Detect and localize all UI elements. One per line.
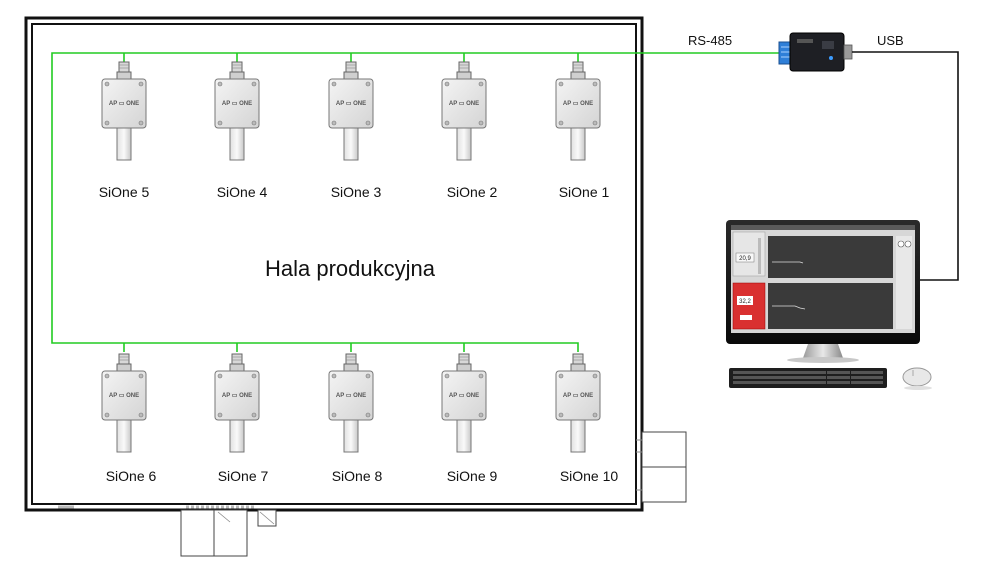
sensor-logo: AP ▭ ONE [109, 101, 139, 107]
sensor-label: SiOne 7 [218, 468, 269, 484]
sensor-logo: AP ▭ ONE [336, 393, 366, 399]
sensor-sione-7: AP ▭ ONE [214, 353, 260, 453]
sensor-label: SiOne 8 [332, 468, 383, 484]
sensor-sione-4: AP ▭ ONE [214, 61, 260, 161]
sensor-label: SiOne 4 [217, 184, 268, 200]
sensors-bottom: AP ▭ ONE AP ▭ ONE AP ▭ ONE AP ▭ ONE AP ▭… [101, 353, 619, 484]
readout-bottom: 32,2 [739, 299, 751, 305]
building [24, 16, 687, 557]
sensor-logo: AP ▭ ONE [222, 393, 252, 399]
sensor-logo: AP ▭ ONE [563, 393, 593, 399]
rs485-label: RS-485 [688, 33, 732, 48]
readout-top: 20,9 [739, 256, 751, 262]
sensor-label: SiOne 6 [106, 468, 157, 484]
sensor-label: SiOne 3 [331, 184, 382, 200]
hall-inner-wall [31, 23, 637, 505]
sensor-sione-5: AP ▭ ONE [101, 61, 147, 161]
usb-label: USB [877, 33, 904, 48]
sensor-sione-6: AP ▭ ONE [101, 353, 147, 453]
sensor-label: SiOne 1 [559, 184, 610, 200]
rs485-usb-converter [778, 32, 853, 72]
sensor-sione-1: AP ▭ ONE [555, 61, 601, 161]
sensor-label: SiOne 10 [560, 468, 619, 484]
keyboard [729, 368, 887, 388]
computer: 20,9 32,2 [726, 220, 932, 390]
sensor-sione-3: AP ▭ ONE [328, 61, 374, 161]
rs485-bus [51, 52, 782, 352]
annex-bottom [180, 509, 277, 557]
sensor-sione-9: AP ▭ ONE [441, 353, 487, 453]
annex-right [636, 431, 687, 503]
sensor-sione-8: AP ▭ ONE [328, 353, 374, 453]
usb-cable [852, 51, 959, 281]
hall-label: Hala produkcyjna [265, 256, 436, 281]
sensors-top: AP ▭ ONE AP ▭ ONE AP ▭ ONE AP ▭ ONE AP ▭… [99, 61, 610, 200]
sensor-label: SiOne 2 [447, 184, 498, 200]
wall-openings [58, 505, 256, 523]
monitor-stand [803, 344, 843, 358]
monitor-screen: 20,9 32,2 [731, 225, 915, 333]
sensor-logo: AP ▭ ONE [222, 101, 252, 107]
sensor-label: SiOne 5 [99, 184, 150, 200]
sensor-logo: AP ▭ ONE [449, 393, 479, 399]
sensor-logo: AP ▭ ONE [336, 101, 366, 107]
mouse [902, 367, 932, 390]
hall-outer-wall [24, 16, 644, 512]
sensor-sione-10: AP ▭ ONE [555, 353, 601, 453]
sensor-label: SiOne 9 [447, 468, 498, 484]
sensor-logo: AP ▭ ONE [563, 101, 593, 107]
sensor-logo: AP ▭ ONE [109, 393, 139, 399]
sensor-sione-2: AP ▭ ONE [441, 61, 487, 161]
sensor-logo: AP ▭ ONE [449, 101, 479, 107]
